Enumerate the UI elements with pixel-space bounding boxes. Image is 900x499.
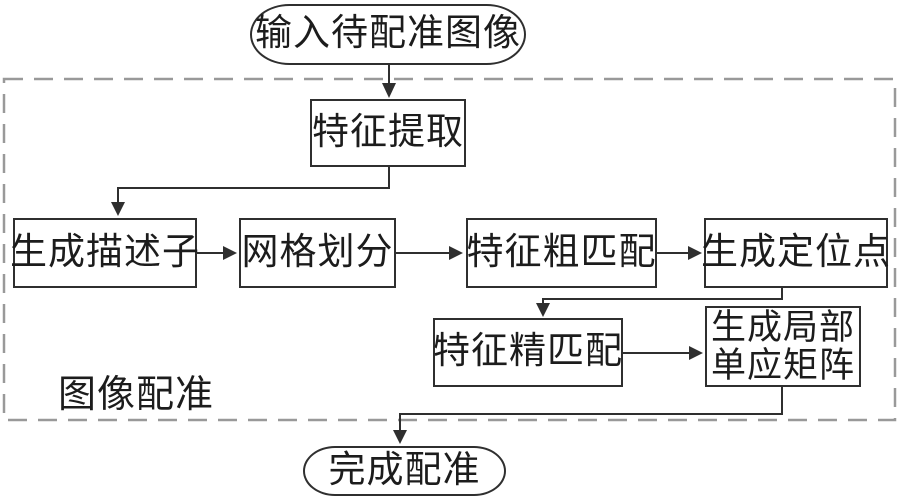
connector-fine-to-homography [622, 346, 703, 360]
connector-coarse-to-anchors [656, 246, 702, 260]
start-node: 输入待配准图像 [250, 4, 526, 65]
end-node: 完成配准 [303, 446, 506, 496]
connector-extraction-to-descriptors [111, 166, 390, 216]
fine-matching-label: 特征精匹配 [433, 331, 623, 373]
fine-matching-box: 特征精匹配 [433, 318, 623, 387]
coarse-matching-box: 特征粗匹配 [466, 218, 657, 288]
local-homography-label-line2: 单应矩阵 [710, 345, 855, 385]
connector-descriptors-to-grid [196, 246, 237, 260]
image-registration-region-label: 图像配准 [58, 374, 215, 416]
connector-homography-to-end [393, 387, 783, 444]
generate-descriptors-box: 生成描述子 [10, 218, 200, 288]
feature-extraction-box: 特征提取 [310, 99, 466, 167]
feature-extraction-label: 特征提取 [312, 111, 464, 153]
generate-anchors-label: 生成定位点 [701, 231, 891, 273]
generate-anchors-box: 生成定位点 [701, 218, 891, 288]
start-node-label: 输入待配准图像 [255, 13, 521, 55]
coarse-matching-label: 特征粗匹配 [466, 231, 657, 273]
local-homography-label-line1: 生成局部 [710, 307, 855, 347]
end-node-label: 完成配准 [328, 449, 481, 491]
connector-anchors-to-fine [536, 287, 783, 317]
grid-partition-box: 网格划分 [239, 218, 396, 288]
grid-partition-label: 网格划分 [241, 231, 394, 273]
local-homography-box: 生成局部 单应矩阵 [705, 306, 861, 387]
connector-start-to-feature-extraction [382, 64, 396, 98]
generate-descriptors-label: 生成描述子 [10, 231, 200, 273]
image-registration-region-border [2, 77, 897, 422]
connector-grid-to-coarse [395, 246, 463, 260]
